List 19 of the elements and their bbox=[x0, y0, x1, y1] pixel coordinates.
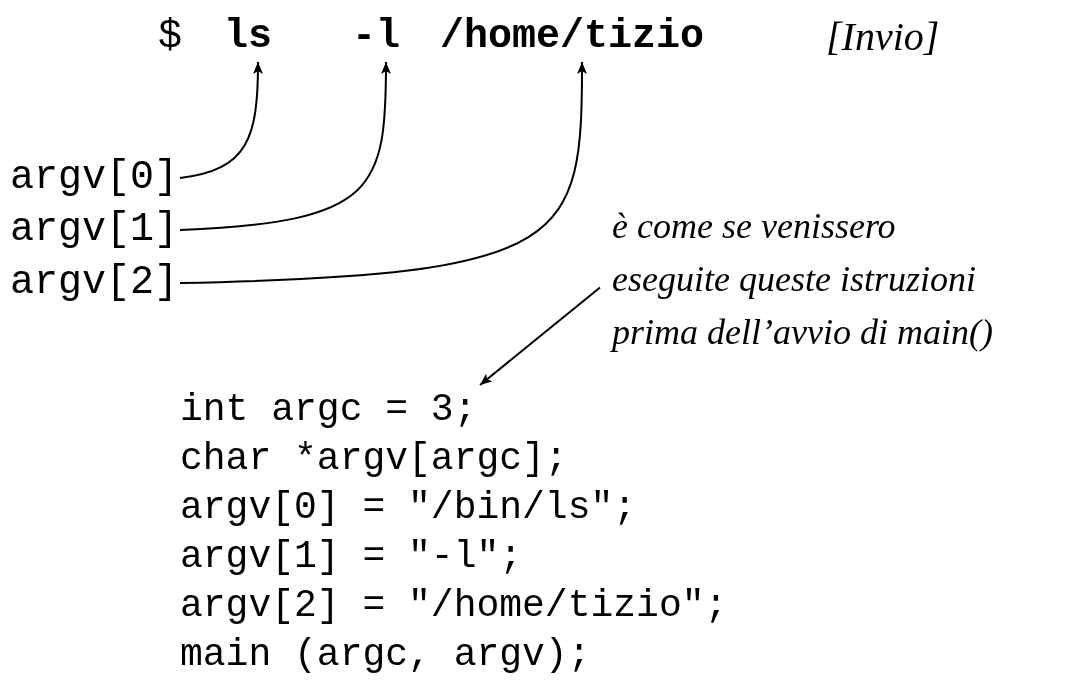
code-line: int argc = 3; bbox=[180, 387, 478, 433]
code-line: argv[0] = "/bin/ls"; bbox=[180, 485, 638, 531]
code-line: char *argv[argc]; bbox=[180, 436, 569, 482]
code-line: argv[2] = "/home/tizio"; bbox=[180, 583, 728, 629]
key-note: [Invio] bbox=[826, 14, 940, 60]
code-line: main (argc, argv); bbox=[180, 632, 592, 678]
arrow bbox=[479, 286, 601, 386]
argv-label: argv[0] bbox=[10, 155, 179, 201]
note-text: è come se venissero eseguite queste istruzioni prima dell’avvio di main() bbox=[612, 200, 1020, 359]
arrow bbox=[179, 61, 587, 284]
arrow bbox=[179, 61, 391, 231]
arrow bbox=[179, 61, 263, 179]
command-argument: /home/tizio bbox=[440, 14, 705, 60]
code-line: argv[1] = "-l"; bbox=[180, 534, 524, 580]
argv-label: argv[1] bbox=[10, 207, 179, 253]
command-argument: ls bbox=[224, 14, 272, 60]
argv-label: argv[2] bbox=[10, 260, 179, 306]
prompt-sign: $ bbox=[158, 14, 182, 60]
command-argument: -l bbox=[352, 14, 400, 60]
